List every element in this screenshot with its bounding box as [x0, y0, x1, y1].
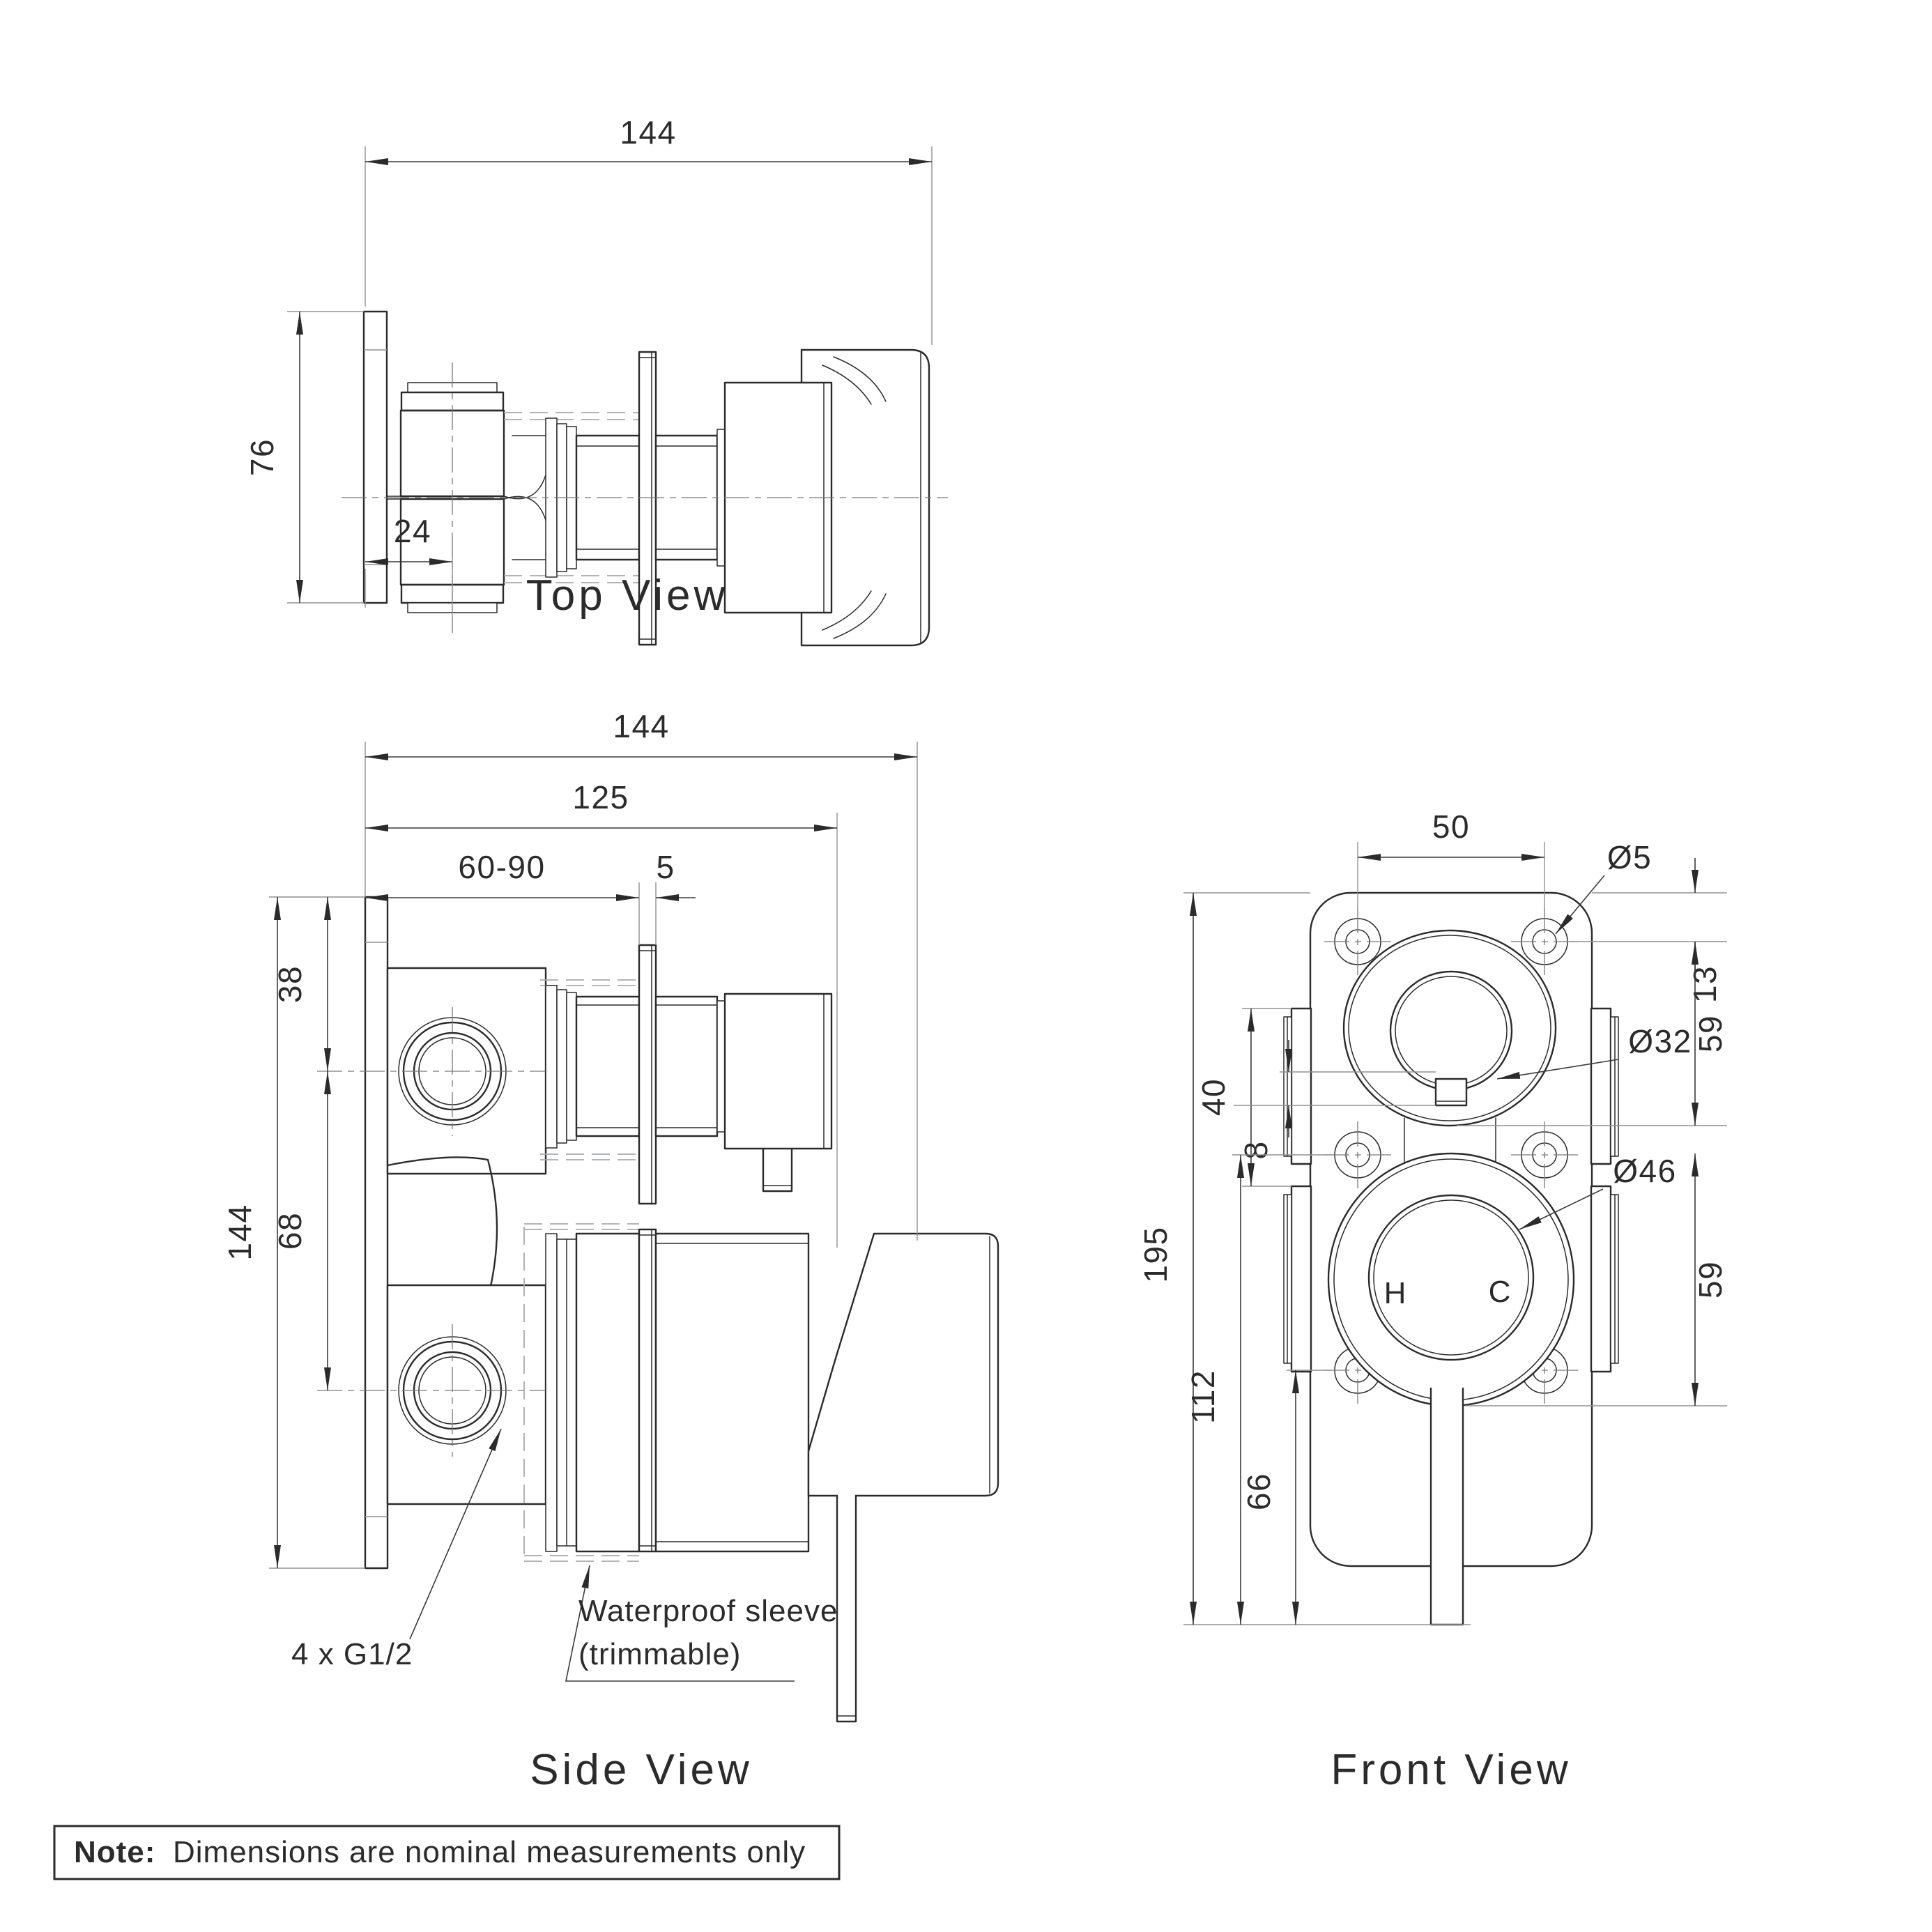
top-view-dimensions: 144 76 24 [244, 114, 933, 618]
side-knob-tab [762, 1147, 793, 1193]
note-prefix: Note: [74, 1835, 155, 1869]
side-lower-sleeve-left [575, 1232, 641, 1553]
side-dim-to-handle: 125 [572, 779, 629, 815]
side-lever-hub [807, 1232, 999, 1497]
front-side-ports [1283, 1007, 1619, 1373]
top-dim-width: 144 [620, 114, 676, 151]
top-shoulder-arc-1 [503, 435, 551, 500]
top-wall-plate [362, 310, 388, 604]
side-lower-boss [386, 1284, 547, 1505]
front-dim-lower-trim: 59 [1692, 1261, 1728, 1298]
front-dim-upper-trim: 59 [1692, 1015, 1728, 1052]
top-escutcheon [638, 351, 657, 646]
side-upper-cartridge [654, 995, 719, 1137]
screw-hole [1511, 908, 1578, 975]
side-escutcheon-lower [638, 1228, 657, 1553]
side-label-sleeve-1: Waterproof sleeve [578, 1594, 838, 1628]
side-upper-port [317, 1007, 554, 1136]
side-label-sleeve-2: (trimmable) [578, 1637, 741, 1671]
top-lever-arc-1 [833, 356, 887, 402]
front-dim-tab: 8 [1238, 1140, 1274, 1159]
side-upper-collar-2 [556, 989, 567, 1144]
side-dim-top-port: 38 [272, 965, 308, 1003]
side-dim-port-gap: 68 [272, 1212, 308, 1250]
side-label-ports: 4 x G1/2 [291, 1637, 413, 1671]
top-lever-arc-4 [822, 590, 872, 631]
front-dim-hole-dia: Ø5 [1607, 839, 1652, 875]
top-view-body [342, 310, 948, 647]
top-dim-offset: 24 [394, 513, 431, 549]
front-dim-top-edge: 13 [1687, 965, 1723, 1003]
side-dim-height: 144 [222, 1204, 258, 1260]
side-upper-step [716, 1000, 726, 1133]
front-handle-bar [1429, 1387, 1464, 1626]
top-shoulder-arc-2 [503, 496, 551, 560]
side-handle-bar [836, 1494, 857, 1723]
front-dim-upper-knob: Ø32 [1628, 1023, 1692, 1059]
front-label-cold: C [1489, 1275, 1512, 1309]
side-bracket-plate [364, 896, 389, 1570]
front-view-dimensions: 50 Ø5 13 Ø32 59 Ø46 59 [1137, 808, 1728, 1625]
front-dim-total-height: 195 [1137, 1226, 1174, 1282]
front-view-body: H C [1283, 891, 1619, 1626]
side-lower-port [317, 1324, 554, 1457]
note-border [53, 1825, 841, 1880]
side-lower-sleeve-right [654, 1232, 810, 1553]
side-dim-width: 144 [613, 708, 669, 744]
top-view: 144 76 24 Top View [244, 114, 948, 647]
side-upper-sleeve [575, 995, 641, 1137]
top-view-title: Top View [526, 572, 728, 620]
side-body-barrel [386, 1156, 498, 1301]
top-dim-height: 76 [244, 438, 280, 476]
front-view: H C 50 Ø5 13 Ø32 59 [1137, 808, 1728, 1794]
front-view-title: Front View [1331, 1746, 1571, 1794]
front-upper-dial [1342, 929, 1557, 1127]
top-lever-arc-2 [822, 365, 872, 405]
side-view-title: Side View [530, 1746, 753, 1794]
front-dim-knob-drop: 40 [1195, 1078, 1232, 1116]
note-box: Note: Dimensions are nominal measurement… [53, 1825, 841, 1880]
side-upper-collar-3 [566, 992, 577, 1141]
screw-hole [1324, 1121, 1391, 1188]
side-sleeve-rib-1 [545, 1233, 558, 1552]
side-dim-wall-depth: 60-90 [458, 849, 545, 885]
front-dim-mid-holes: 112 [1185, 1370, 1221, 1424]
front-lower-dial: H C [1327, 1152, 1575, 1407]
side-view-body [317, 896, 999, 1723]
top-lever-arc-3 [833, 593, 887, 639]
front-dim-hole-pitch: 50 [1432, 808, 1470, 845]
note-text: Dimensions are nominal measurements only [173, 1835, 806, 1869]
front-dim-low-holes: 66 [1241, 1473, 1277, 1510]
front-label-hot: H [1384, 1276, 1407, 1310]
front-dim-lower-knob: Ø46 [1613, 1153, 1676, 1189]
screw-hole [1511, 1121, 1578, 1188]
side-upper-collar-1 [545, 985, 558, 1149]
side-view: 144 125 60-90 5 144 38 68 4 x G1 [222, 708, 999, 1794]
screw-hole [1324, 908, 1391, 975]
front-dial-tab [1434, 1078, 1468, 1107]
side-upper-knob [723, 992, 833, 1150]
side-view-dimensions: 144 125 60-90 5 144 38 68 4 x G1 [222, 708, 918, 1682]
side-escutcheon-upper [638, 944, 657, 1205]
side-dim-plate-thk: 5 [656, 849, 675, 885]
